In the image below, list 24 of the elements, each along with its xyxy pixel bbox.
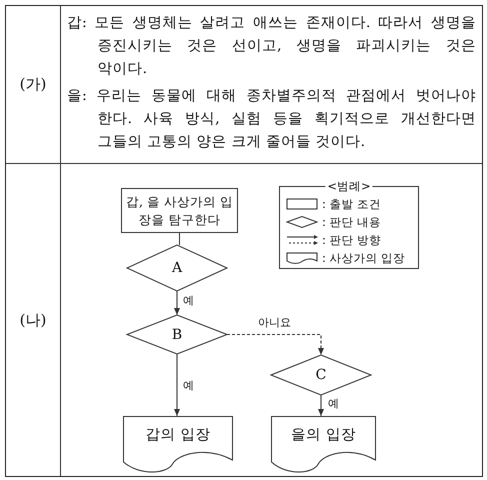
start-box: 갑, 을 사상가의 입장을 탐구한다 xyxy=(121,188,238,233)
edge-label: 예 xyxy=(182,294,195,307)
decision-diamond: C xyxy=(271,355,371,395)
edge-label: 아니요 xyxy=(257,316,292,329)
decision-diamond: B xyxy=(127,315,227,354)
statement-text: 갑: 모든 생명체는 살려고 애쓰는 존재이다. 따라서 생명을 증진시키는 것은 선이고, 생명을 파괴시키는 것은 악이다. xyxy=(67,14,476,79)
statement-text: 을: 우리는 동물에 대해 종차별주의적 관점에서 벗어나야 한다. 사육 방식, 실험 등을 획기적으로 개선한다면 그들의 고통의 양은 크게 줄어들 것이다. xyxy=(67,87,476,152)
legend-text: : 판단 방향 xyxy=(322,232,382,248)
row-label: (가) xyxy=(20,75,46,94)
legend-text: : 출발 조건 xyxy=(322,196,382,212)
arrow xyxy=(174,354,180,416)
row-label: (나) xyxy=(20,310,46,330)
connector-line xyxy=(179,232,180,246)
arrow xyxy=(174,290,180,316)
arrow xyxy=(318,394,324,416)
legend-text: : 사상가의 입장 xyxy=(322,250,406,266)
legend-title: <범례> xyxy=(325,179,373,194)
dashed-arrow xyxy=(226,334,324,356)
document-shape: 을의 입장 xyxy=(271,416,376,472)
document-shape: 갑의 입장 xyxy=(123,416,233,472)
edge-label: 예 xyxy=(327,397,340,410)
edge-label: 예 xyxy=(182,379,195,392)
legend-text: : 판단 내용 xyxy=(322,214,382,230)
decision-diamond: A xyxy=(127,245,227,291)
